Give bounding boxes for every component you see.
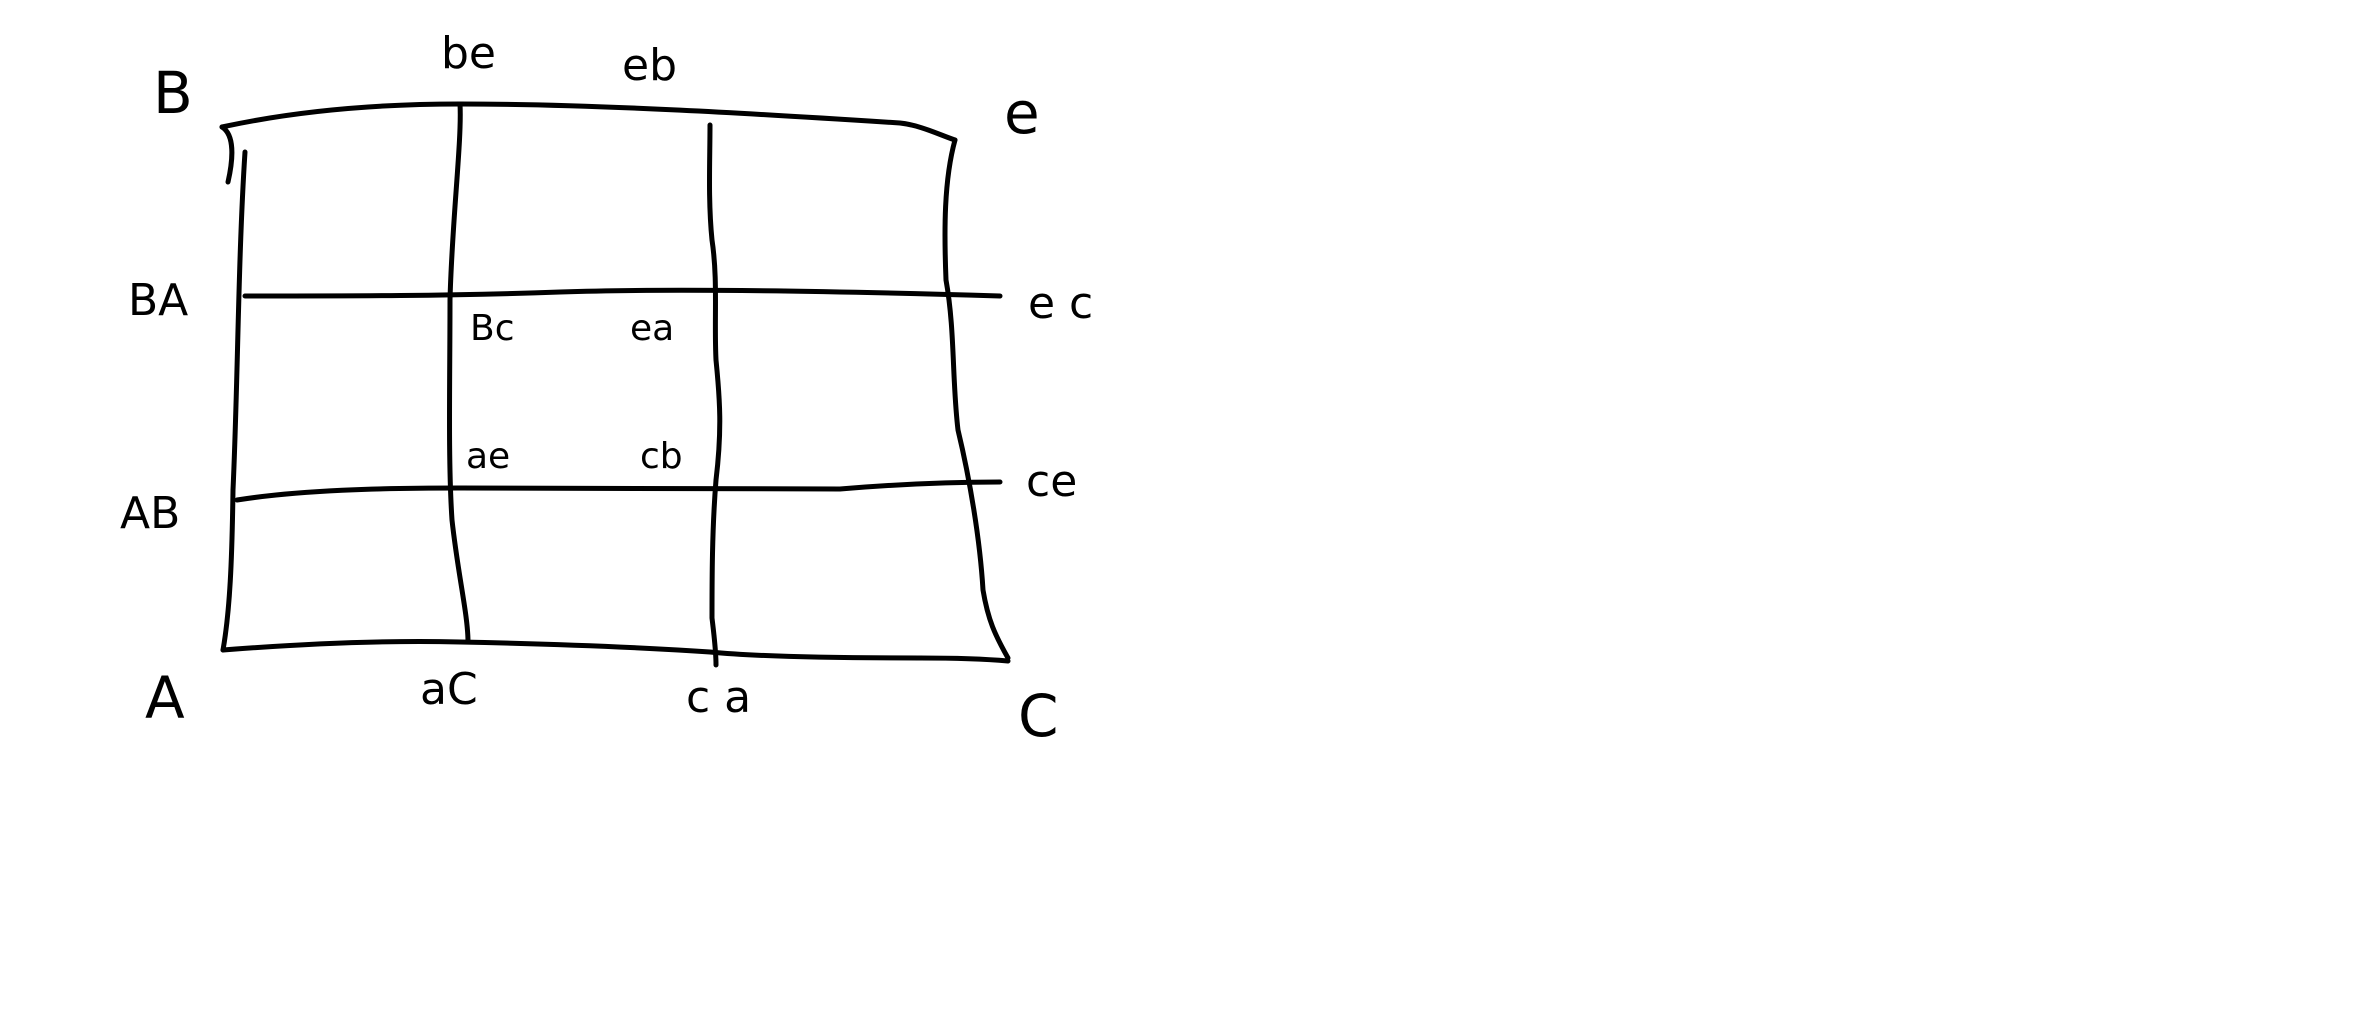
outer-left-edge bbox=[219, 124, 248, 653]
inner-vertical-left bbox=[447, 101, 471, 645]
inner-vertical-right bbox=[707, 122, 723, 668]
label-right-lower: ce bbox=[1026, 456, 1077, 507]
label-bottom-right: c a bbox=[686, 672, 751, 723]
outer-bottom-edge bbox=[220, 638, 1011, 664]
label-left-lower: AB bbox=[120, 488, 180, 539]
label-corner-c: C bbox=[1018, 682, 1059, 750]
label-right-upper: e c bbox=[1028, 278, 1093, 329]
label-corner-b: B bbox=[153, 59, 193, 127]
label-bottom-left: aC bbox=[420, 664, 478, 715]
label-left-upper: BA bbox=[128, 275, 188, 326]
label-inner-tl: Bc bbox=[470, 308, 515, 349]
label-inner-bl: ae bbox=[466, 436, 510, 477]
label-top-left: be bbox=[441, 28, 496, 79]
label-inner-br: cb bbox=[640, 436, 683, 477]
label-corner-a: A bbox=[145, 664, 185, 732]
inner-horizontal-lower bbox=[234, 479, 1003, 503]
label-inner-tr: ea bbox=[630, 308, 674, 349]
inner-horizontal-upper bbox=[242, 287, 1003, 299]
outer-right-edge bbox=[942, 137, 1011, 661]
outer-top-edge bbox=[219, 101, 958, 143]
label-top-right: eb bbox=[622, 40, 677, 91]
label-corner-e: e bbox=[1004, 79, 1040, 147]
